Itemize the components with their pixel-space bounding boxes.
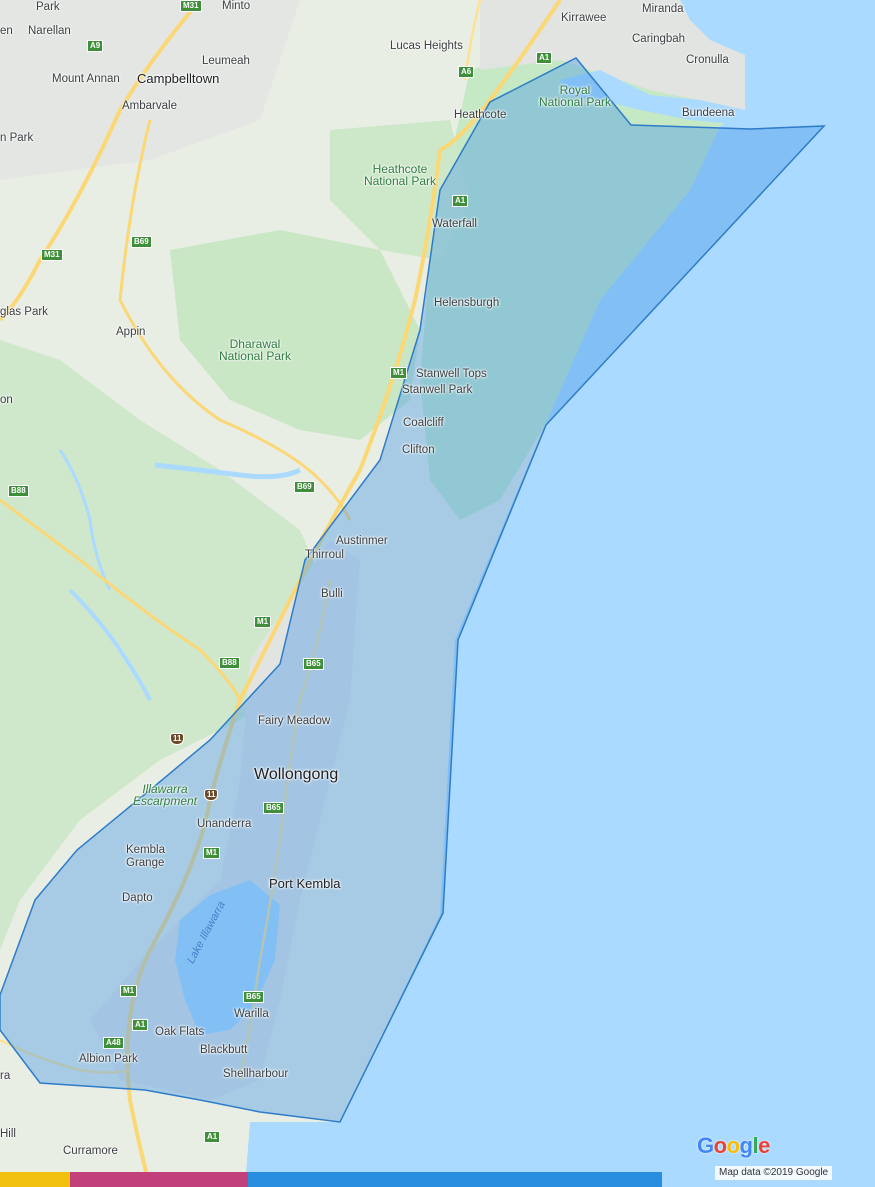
google-logo-letter: l (752, 1133, 759, 1158)
town-label-miranda: Miranda (642, 3, 684, 15)
google-logo-letter: o (726, 1133, 740, 1158)
town-label-partial-hill: Hill (0, 1128, 16, 1140)
royal-national-park (420, 40, 745, 520)
google-logo-letter: G (697, 1133, 714, 1158)
town-label-mount-annan: Mount Annan (52, 73, 120, 85)
route-shield-b69: B69 (294, 481, 315, 493)
town-label-stanwell-tops: Stanwell Tops (416, 368, 487, 380)
town-label-dapto: Dapto (122, 892, 153, 904)
town-label-caringbah: Caringbah (632, 33, 686, 45)
town-label-fairy-meadow: Fairy Meadow (258, 715, 331, 727)
route-shield-b88-west: B88 (8, 485, 29, 497)
city-label-wollongong: Wollongong (254, 766, 339, 783)
bottom-color-strip (0, 1172, 662, 1187)
town-label-helensburgh: Helensburgh (434, 297, 500, 309)
town-label-blackbutt: Blackbutt (200, 1044, 248, 1056)
route-shield-a1-north: A1 (536, 52, 553, 64)
town-label-ambarvale: Ambarvale (122, 100, 177, 112)
town-label-appin: Appin (116, 326, 146, 338)
town-label-partial-glas-park: glas Park (0, 306, 48, 318)
town-label-leumeah: Leumeah (202, 55, 250, 67)
town-label-unanderra: Unanderra (197, 818, 252, 830)
google-logo-letter: g (739, 1133, 753, 1158)
town-label-grange: Grange (126, 857, 165, 869)
river (68, 588, 152, 701)
river-2 (58, 449, 112, 591)
town-label-stanwell-park: Stanwell Park (402, 384, 473, 396)
route-shield-a48: A48 (103, 1037, 124, 1049)
town-label-clifton: Clifton (402, 444, 435, 456)
highway-b69 (118, 119, 352, 521)
town-label-shellharbour: Shellharbour (223, 1068, 289, 1080)
highway-a1 (439, 0, 562, 152)
map-attribution[interactable]: Map data ©2019 Google (715, 1166, 833, 1180)
strip-segment-blue (248, 1172, 662, 1187)
route-shield-b88: B88 (219, 657, 240, 669)
highway-m31 (0, 0, 202, 322)
town-label-curramore: Curramore (63, 1145, 118, 1157)
town-label-partial-n-park: n Park (0, 132, 34, 144)
town-label-oak-flats: Oak Flats (155, 1026, 205, 1038)
route-shield-m1-south: M1 (203, 847, 221, 859)
town-label-partial-en: en (0, 25, 13, 37)
route-shield-a6: A6 (458, 66, 475, 78)
google-logo[interactable]: Google (697, 1133, 770, 1159)
route-shield-a1-oak-flats: A1 (132, 1019, 149, 1031)
route-shield-b65-south: B65 (243, 991, 264, 1003)
town-label-bundeena: Bundeena (682, 107, 735, 119)
town-label-austinmer: Austinmer (336, 535, 388, 547)
strip-segment-magenta (70, 1172, 248, 1187)
town-label-bulli: Bulli (321, 588, 343, 600)
urban-wollongong (90, 540, 360, 1100)
route-shield-b65: B65 (263, 802, 284, 814)
town-label-cronulla: Cronulla (686, 54, 729, 66)
city-label-port-kembla: Port Kembla (269, 876, 341, 891)
google-logo-letter: e (758, 1133, 770, 1158)
town-label-warilla: Warilla (234, 1008, 269, 1020)
route-shield-11: 11 (204, 789, 219, 801)
route-shield-a9: A9 (87, 40, 104, 52)
google-logo-letter: o (713, 1133, 727, 1158)
town-label-heathcote: Heathcote (454, 109, 507, 121)
town-label-kembla: Kembla (126, 844, 165, 856)
route-shield-11-west: 11 (170, 733, 185, 745)
town-label-kirrawee: Kirrawee (561, 12, 607, 24)
route-shield-m1-lake: M1 (120, 985, 138, 997)
route-shield-m1-north: M1 (390, 367, 408, 379)
strip-segment-yellow (0, 1172, 70, 1187)
town-label-partial-on: on (0, 394, 13, 406)
route-shield-a1-south: A1 (204, 1131, 221, 1143)
route-shield-m31-north: M31 (180, 0, 202, 12)
city-label-campbelltown: Campbelltown (137, 71, 220, 86)
route-shield-m31: M31 (41, 249, 63, 261)
town-label-albion-park: Albion Park (79, 1053, 138, 1065)
town-label-waterfall: Waterfall (432, 218, 477, 230)
dharawal-national-park (170, 230, 420, 440)
town-label-minto: Minto (222, 0, 251, 12)
dam-water (154, 462, 302, 480)
port-hacking-water (560, 70, 745, 125)
route-shield-a1-waterfall: A1 (452, 195, 469, 207)
route-shield-b65-north: B65 (303, 658, 324, 670)
bay-north (680, 0, 745, 55)
town-label-partial-ra: ra (0, 1070, 11, 1082)
urban-sutherland (480, 0, 745, 110)
town-label-park: Park (36, 1, 60, 13)
road-a48 (0, 1038, 131, 1074)
route-shield-b69-north: B69 (131, 236, 152, 248)
highway-b88 (0, 498, 242, 701)
urban-north (0, 0, 300, 180)
route-shield-m1: M1 (254, 616, 272, 628)
town-label-lucas-heights: Lucas Heights (390, 40, 463, 52)
town-label-narellan: Narellan (28, 25, 71, 37)
town-label-coalcliff: Coalcliff (403, 417, 444, 429)
town-label-thirroul: Thirroul (305, 549, 344, 561)
highway-m1 (125, 149, 442, 1187)
